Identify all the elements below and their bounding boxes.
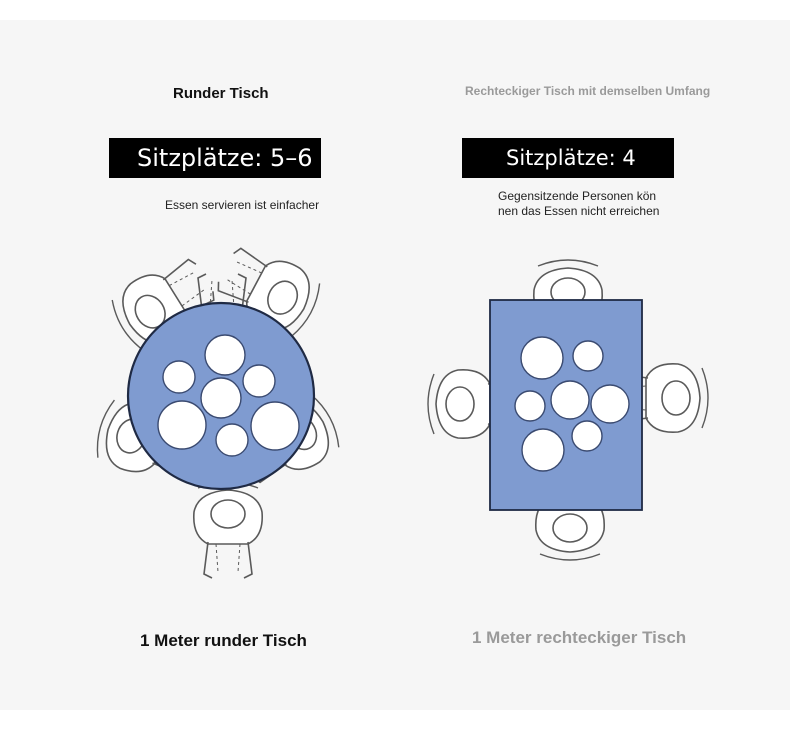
plate-icon <box>514 390 546 422</box>
plate-icon <box>200 377 242 419</box>
plate-icon <box>242 364 276 398</box>
seated-person-icon <box>192 481 264 579</box>
rect-note-line-1: Gegensitzende Personen kön <box>498 189 657 203</box>
rect-seats-label: Sitzplätze: 4 <box>462 138 674 178</box>
round-table-note: Essen servieren ist einfacher <box>165 198 320 212</box>
plate-icon <box>520 336 564 380</box>
rect-table-caption: 1 Meter rechteckiger Tisch <box>472 628 687 647</box>
plate-icon <box>215 423 249 457</box>
plate-icon <box>590 384 630 424</box>
round-seats-label: Sitzplätze: 5–6 <box>109 138 321 178</box>
rect-note-line-2: nen das Essen nicht erreichen <box>498 204 660 218</box>
round-table-plates <box>157 334 300 457</box>
round-table-title: Runder Tisch <box>173 85 269 102</box>
rect-table-note: Gegensitzende Personen kön nen das Essen… <box>498 189 678 219</box>
plate-icon <box>550 380 590 420</box>
plate-icon <box>162 360 196 394</box>
rect-table-title: Rechteckiger Tisch mit demselben Umfang <box>465 84 711 98</box>
round-table-caption: 1 Meter runder Tisch <box>140 631 307 650</box>
rect-table-group <box>427 259 709 561</box>
plate-icon <box>521 428 565 472</box>
plate-icon <box>571 420 603 452</box>
plate-icon <box>572 340 604 372</box>
plate-icon <box>157 400 207 450</box>
round-table-group <box>90 236 347 579</box>
plate-icon <box>204 334 246 376</box>
rect-table-plates <box>514 336 630 472</box>
plate-icon <box>250 401 300 451</box>
background-panel <box>0 20 790 710</box>
